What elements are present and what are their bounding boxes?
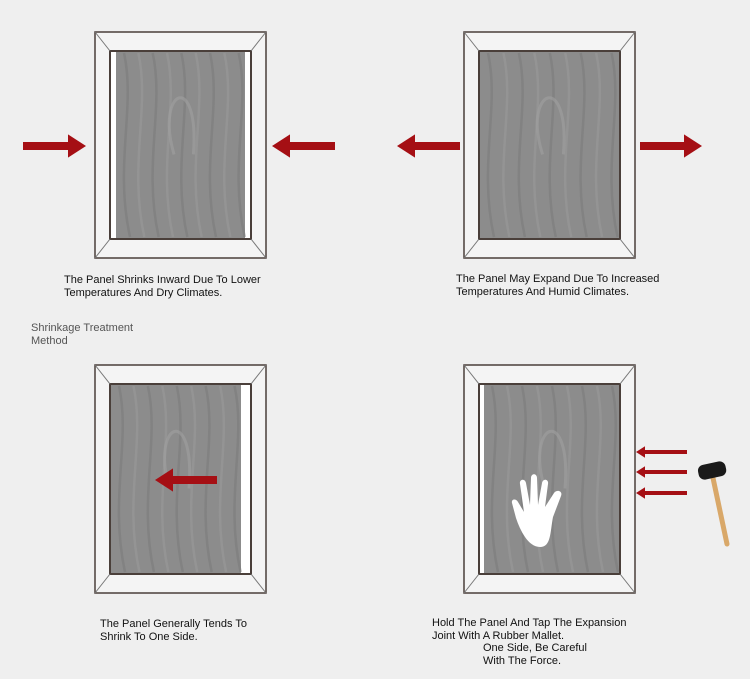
frame-mallet [463, 364, 636, 594]
arrow-left-icon [155, 468, 217, 492]
arrow-right-icon [640, 134, 702, 158]
caption-line: The Panel May Expand Due To Increased [456, 273, 660, 285]
caption-line: One Side, Be Careful [483, 642, 587, 654]
rubber-mallet-icon [697, 461, 730, 547]
arrow-right-icon [23, 134, 86, 158]
frame-one-side [94, 364, 267, 594]
caption-expand: The Panel May Expand Due To Increased Te… [456, 273, 659, 298]
hand-icon [511, 474, 562, 547]
caption-line: The Panel Generally Tends To [100, 618, 247, 630]
caption-one-side: The Panel Generally Tends To Shrink To O… [100, 618, 247, 643]
caption-line: With The Force. [483, 654, 562, 667]
caption-shrink: The Panel Shrinks Inward Due To Lower Te… [64, 274, 261, 299]
wood-panel [484, 385, 619, 573]
arrow-left-icon [636, 466, 687, 478]
section-label-line: Method [31, 335, 68, 347]
caption-line: The Panel Shrinks Inward Due To Lower [64, 274, 261, 286]
section-label: Shrinkage Treatment Method [31, 322, 133, 348]
arrow-left-icon [397, 134, 460, 158]
caption-mallet: Hold The Panel And Tap The Expansion Joi… [432, 617, 626, 667]
caption-line: Temperatures And Dry Climates. [64, 286, 223, 299]
arrow-left-icon [636, 446, 687, 458]
caption-line: Joint With A Rubber Mallet. [432, 629, 565, 642]
wood-panel [116, 52, 245, 238]
caption-line: Shrink To One Side. [100, 630, 198, 643]
arrow-left-icon [272, 134, 335, 158]
arrow-left-icon [636, 487, 687, 499]
caption-line: Temperatures And Humid Climates. [456, 285, 630, 298]
frame-expand [463, 31, 636, 259]
wood-panel [480, 52, 619, 238]
caption-line: Hold The Panel And Tap The Expansion [432, 617, 627, 629]
section-label-line: Shrinkage Treatment [31, 322, 134, 334]
frame-shrink [94, 31, 267, 259]
